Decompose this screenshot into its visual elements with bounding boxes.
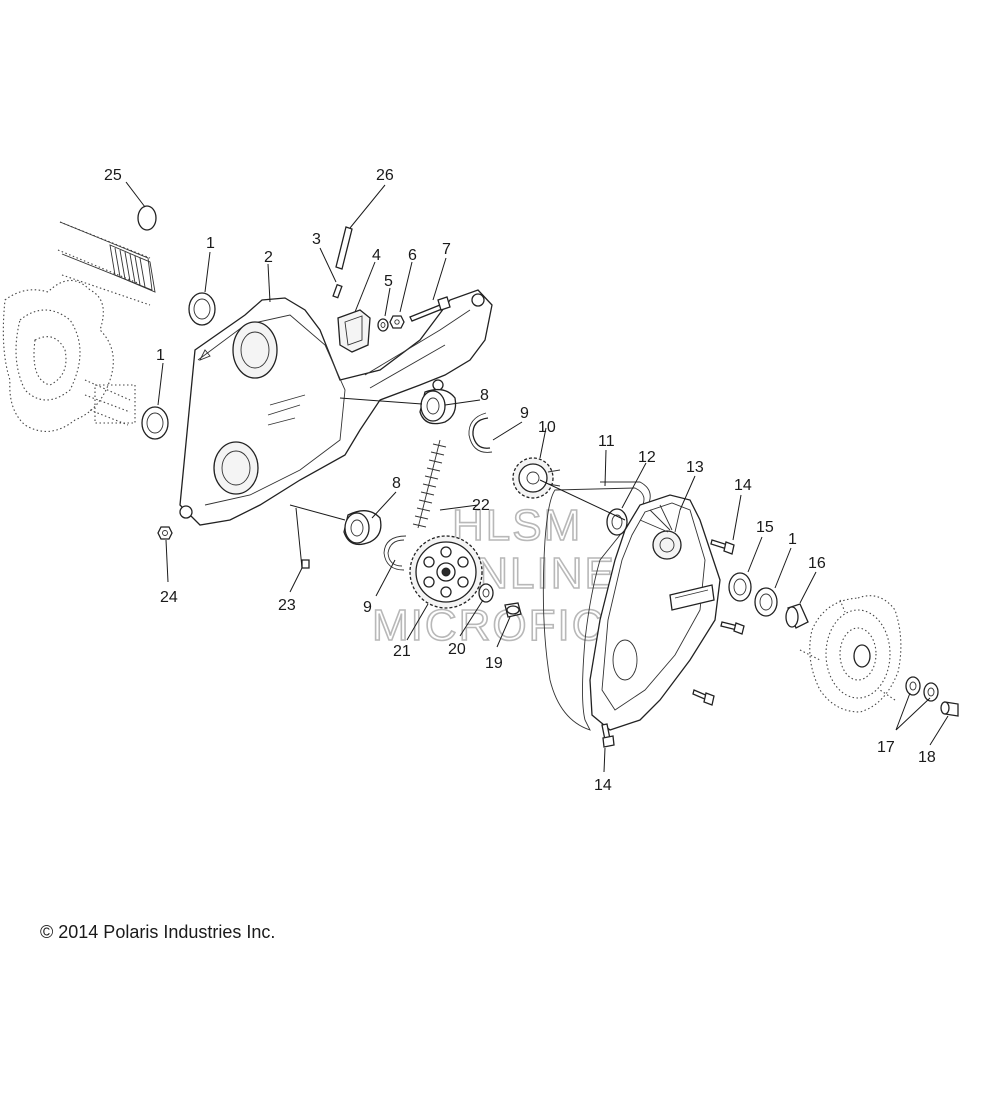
callout-9: 9: [520, 405, 529, 422]
part-4-tensioner-block: [337, 309, 371, 353]
o-ring-icon: [137, 205, 157, 231]
part-14-bolt-upper: [710, 539, 735, 555]
callout-2: 2: [264, 249, 273, 266]
copyright-notice: © 2014 Polaris Industries Inc.: [40, 922, 276, 942]
callout-25: 25: [104, 167, 122, 184]
callout-1: 1: [156, 347, 165, 364]
callout-labels: 25 26 1 2 3 4 5 6 7 1 8 9 10 11 12 13 14…: [104, 167, 936, 794]
callout-24: 24: [160, 589, 178, 606]
callout-18: 18: [918, 749, 936, 766]
part-7-bolt: [409, 296, 451, 322]
part-26-pin: [335, 226, 353, 270]
callout-19: 19: [485, 655, 503, 672]
part-1-seal-lower: [141, 406, 169, 440]
callout-10: 10: [538, 419, 556, 436]
callout-14: 14: [594, 777, 612, 794]
part-8-bearing-upper: [419, 388, 457, 425]
callout-8: 8: [392, 475, 401, 492]
callout-26: 26: [376, 167, 394, 184]
part-3-dowel: [332, 283, 343, 299]
callout-20: 20: [448, 641, 466, 658]
part-8-bearing-lower: [343, 510, 382, 546]
leader-lines: [125, 181, 949, 773]
part-20-washer: [478, 583, 494, 603]
callout-9: 9: [363, 599, 372, 616]
engine-context-drawing: [2, 221, 151, 432]
part-18-bolt: [940, 701, 959, 717]
callout-22: 22: [472, 497, 490, 514]
part-17-washers: [905, 676, 939, 702]
part-24-nut: [157, 526, 173, 540]
part-22-spring: [412, 439, 447, 529]
part-14-bolt-lower: [601, 723, 615, 748]
brake-disc: [799, 595, 902, 713]
part-13-chaincase-cover: [589, 494, 721, 731]
part-5-washer: [377, 318, 389, 332]
part-15-seal: [728, 572, 752, 602]
callout-13: 13: [686, 459, 704, 476]
part-16-spacer: [785, 603, 809, 629]
callout-3: 3: [312, 231, 321, 248]
callout-14: 14: [734, 477, 752, 494]
part-2-chaincase-housing: [179, 289, 493, 526]
part-23-plug: [301, 559, 310, 569]
callout-1: 1: [788, 531, 797, 548]
part-1-seal-upper: [188, 292, 216, 326]
part-14-bolt-right: [692, 689, 715, 706]
callout-4: 4: [372, 247, 381, 264]
callout-17: 17: [877, 739, 895, 756]
callout-11: 11: [598, 433, 615, 450]
part-9-snap-ring-lower: [383, 535, 407, 571]
part-25-shaft: [59, 205, 157, 293]
watermark-line1: HLSM: [452, 501, 582, 550]
part-10-drive-sprocket: [512, 457, 561, 499]
part-19-bolt: [504, 602, 522, 618]
callout-7: 7: [442, 241, 451, 258]
callout-21: 21: [393, 643, 411, 660]
callout-23: 23: [278, 597, 296, 614]
callout-5: 5: [384, 273, 393, 290]
callout-1: 1: [206, 235, 215, 252]
part-1-seal-right: [754, 587, 778, 617]
callout-8: 8: [480, 387, 489, 404]
part-6-nut: [389, 315, 405, 329]
part-21-driven-sprocket: [409, 535, 483, 609]
callout-6: 6: [408, 247, 417, 264]
part-12-bearing: [606, 508, 628, 536]
callout-16: 16: [808, 555, 826, 572]
part-14-bolt-mid: [720, 621, 745, 635]
part-9-snap-ring-upper: [468, 412, 493, 453]
callout-12: 12: [638, 449, 656, 466]
callout-15: 15: [756, 519, 774, 536]
